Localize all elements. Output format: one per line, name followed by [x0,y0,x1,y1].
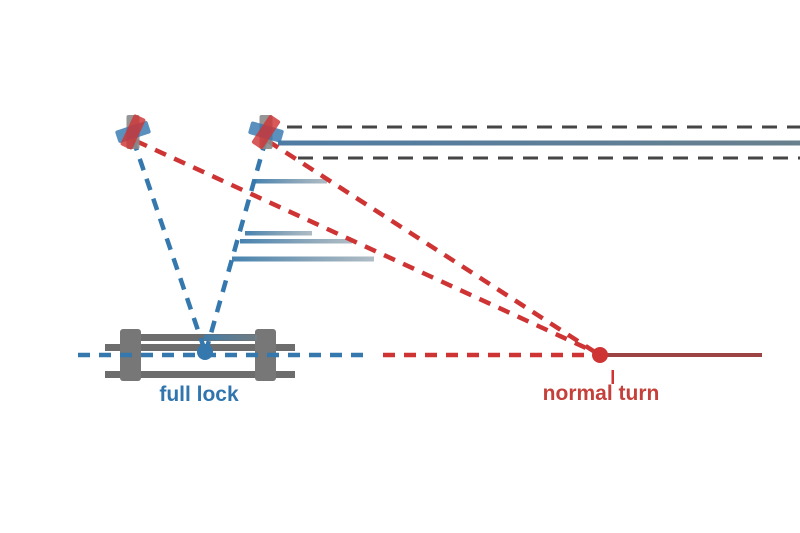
normal-turn-radius-right [266,139,600,356]
tie-rod [140,334,256,341]
rear-wheel-right [255,329,276,381]
normal-turn-radius-left [135,138,598,356]
full-lock-label: full lock [159,383,239,406]
streak-4 [232,256,374,262]
full-lock-radius-left [130,138,208,352]
trail-solid-slate-line [278,140,800,146]
trail-lines [278,125,800,160]
front-wheel-left [115,114,151,150]
full-lock-radius-lines [130,138,269,352]
front-right-wheel-normal-turn [251,115,281,149]
normal-turn-center-dot [592,347,608,363]
normal-turn-label: normal turn [542,382,660,405]
full-lock-radius-right [203,138,269,352]
normal-turn-tick [611,370,614,384]
full-lock-center-dot [197,344,213,360]
motion-streaks [232,179,374,262]
streak-3 [240,239,352,244]
streak-1 [254,179,327,184]
front-wheel-right [248,115,284,149]
streak-2 [245,231,312,236]
tie-rod-blue-streak [204,334,257,341]
front-left-wheel-normal-turn [120,114,146,150]
normal-turn-radius-lines [135,138,600,356]
axle-beam-lower [105,371,295,378]
